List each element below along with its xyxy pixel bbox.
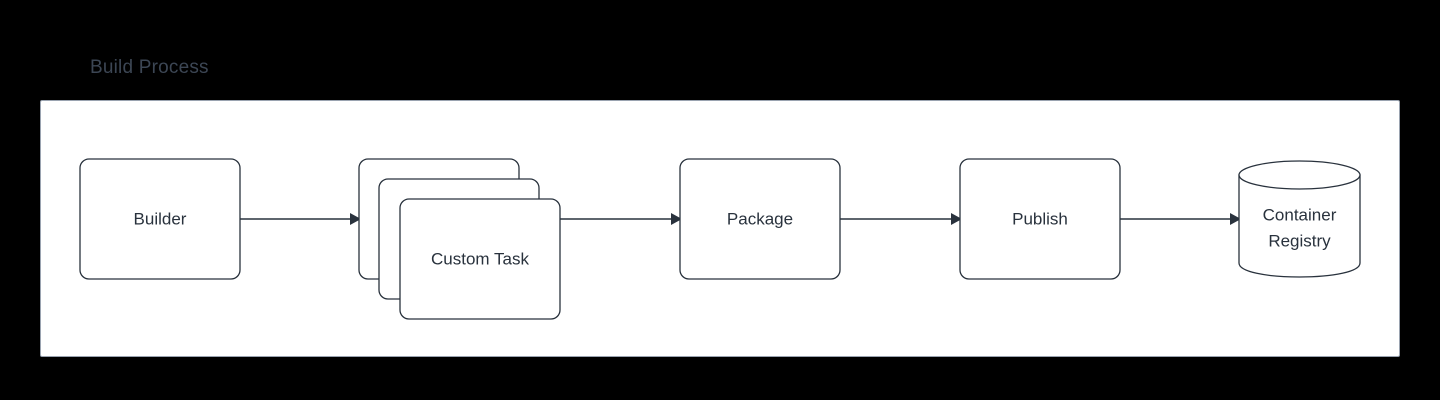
node-publish-label: Publish (1012, 209, 1068, 228)
flow-graph: Builder Custom Task Package Publish Cont… (79, 158, 1361, 320)
edge-package-to-publish (840, 213, 962, 225)
node-container-registry[interactable]: Container Registry (1238, 160, 1361, 278)
page-title: Build Process (90, 57, 209, 78)
cylinder-top-ellipse (1238, 160, 1361, 190)
edge-custom-task-to-package (560, 213, 682, 225)
node-publish[interactable]: Publish (959, 158, 1121, 280)
node-builder-label: Builder (134, 209, 187, 228)
node-package[interactable]: Package (679, 158, 841, 280)
node-container-registry-label-line1: Container (1263, 205, 1337, 224)
node-container-registry-label-line2: Registry (1268, 231, 1331, 250)
custom-task-card-front (399, 198, 561, 320)
cylinder-body (1238, 174, 1361, 278)
edge-publish-to-container-registry (1120, 213, 1241, 225)
edge-builder-to-custom-task (240, 213, 361, 225)
node-custom-task-label: Custom Task (431, 249, 529, 268)
node-custom-task[interactable]: Custom Task (358, 158, 561, 320)
node-package-label: Package (727, 209, 793, 228)
node-builder[interactable]: Builder (79, 158, 241, 280)
